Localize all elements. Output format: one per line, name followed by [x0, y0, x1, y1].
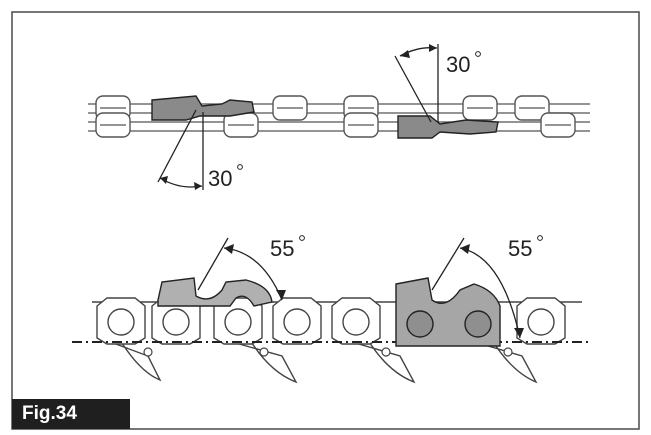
figure-frame	[11, 11, 640, 430]
angle-label-bottom-left: 55	[270, 236, 294, 261]
angle-guide-top-left	[157, 109, 204, 190]
degree-symbol-icon	[237, 164, 243, 170]
angle-guide-bottom-left	[197, 237, 286, 301]
angle-label-top-right: 30	[446, 52, 470, 77]
angle-label-top-left: 30	[208, 166, 232, 191]
degree-symbol-icon	[475, 51, 481, 57]
angle-guide-top-right	[394, 44, 439, 123]
degree-symbol-icon	[537, 235, 543, 241]
angle-guide-bottom-right	[431, 237, 524, 339]
figure-label: Fig.34	[12, 399, 130, 429]
degree-symbol-icon	[299, 235, 305, 241]
angle-label-bottom-right: 55	[508, 236, 532, 261]
cutter-side-left	[157, 277, 273, 307]
cutter-top-left	[151, 95, 255, 121]
cutter-top-right	[397, 115, 499, 139]
